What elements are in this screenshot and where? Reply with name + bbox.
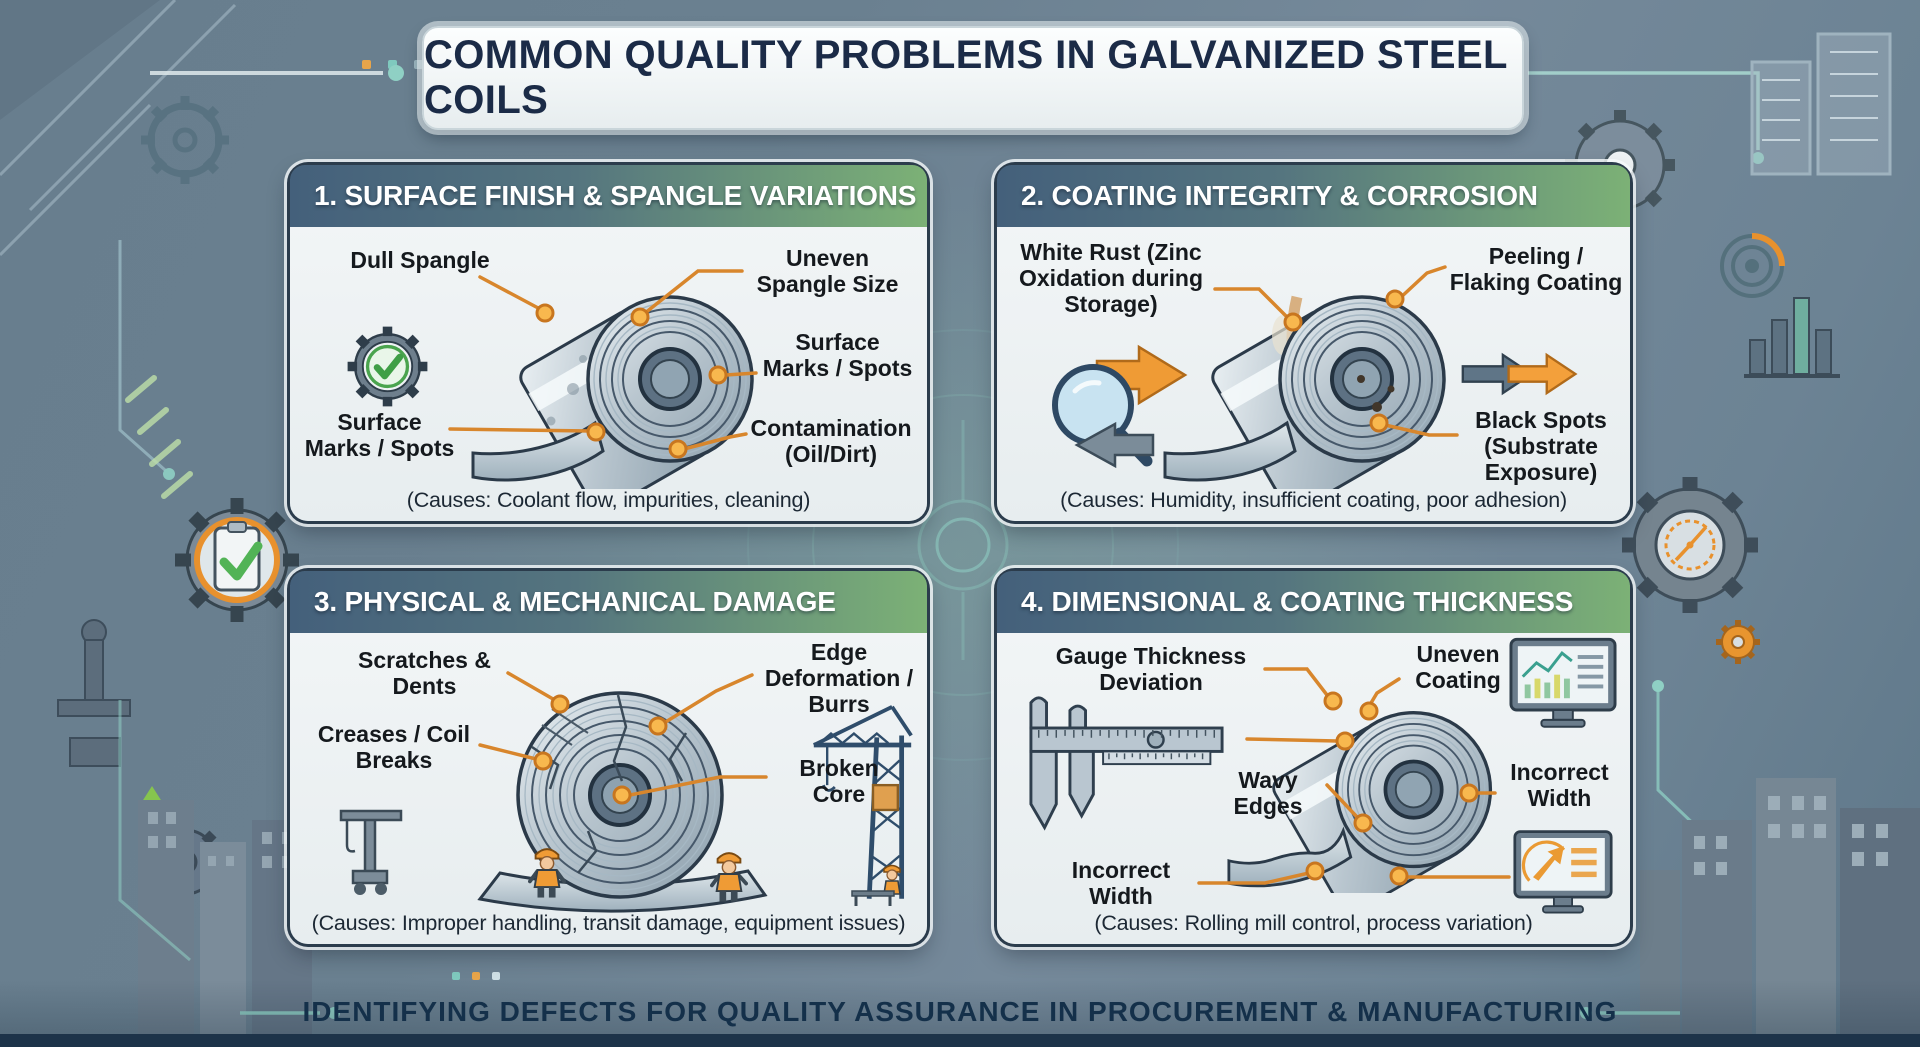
panel-dimensional: 4. DIMENSIONAL & COATING THICKNESS <box>997 571 1630 944</box>
target-icon <box>1720 233 1785 298</box>
double-arrow-icon <box>1461 352 1578 396</box>
footer-band <box>0 980 1920 1034</box>
label-uneven-coating: Uneven Coating <box>1415 641 1501 693</box>
bar-chart-icon <box>1744 297 1840 378</box>
bottom-strip <box>0 1034 1920 1047</box>
monitor-chart-icon <box>1509 637 1617 728</box>
label-surface-marks-left: Surface Marks / Spots <box>304 409 455 461</box>
label-gauge-thickness: Gauge Thickness Deviation <box>1055 643 1247 695</box>
panel-surface-finish: 1. SURFACE FINISH & SPANGLE VARIATIONS <box>290 165 927 521</box>
panel-1-causes: (Causes: Coolant flow, impurities, clean… <box>406 488 811 512</box>
hoist-icon <box>339 809 403 895</box>
label-incorrect-width-right: Incorrect Width <box>1510 759 1609 811</box>
cracked-coil-illustration <box>477 691 768 913</box>
monitor-gauge-icon <box>1513 830 1613 914</box>
label-creases: Creases / Coil Breaks <box>317 721 471 773</box>
panel-4-causes: (Causes: Rolling mill control, process v… <box>1094 911 1533 935</box>
gear-check-icon <box>347 326 428 407</box>
quality-badge-icon <box>175 498 299 622</box>
press-machine-icon <box>57 619 131 767</box>
label-contamination: Contamination (Oil/Dirt) <box>750 415 912 467</box>
hash-marks <box>125 375 193 499</box>
label-edge-deformation: Edge Deformation / Burrs <box>764 639 914 717</box>
label-incorrect-width-left: Incorrect Width <box>1071 857 1171 909</box>
buildings-top-right <box>1750 32 1892 176</box>
panel-2-body: White Rust (Zinc Oxidation during Storag… <box>997 227 1630 521</box>
crack-marks <box>531 694 688 874</box>
footer-title: IDENTIFYING DEFECTS FOR QUALITY ASSURANC… <box>302 996 1618 1027</box>
label-surface-marks-right: Surface Marks / Spots <box>762 329 913 381</box>
panel-2-header: 2. COATING INTEGRITY & CORROSION <box>997 165 1630 227</box>
panel-coating-integrity: 2. COATING INTEGRITY & CORROSION <box>997 165 1630 521</box>
worker-icon <box>710 852 748 902</box>
panel-3-body: Scratches & Dents Creases / Coil Breaks … <box>290 633 927 944</box>
label-broken-core: Broken Core <box>799 755 879 807</box>
page-title: COMMON QUALITY PROBLEMS IN GALVANIZED ST… <box>424 33 1508 122</box>
label-white-rust: White Rust (Zinc Oxidation during Storag… <box>1019 239 1203 317</box>
arrow-left-icon <box>1074 421 1155 469</box>
panel-3-causes: (Causes: Improper handling, transit dama… <box>311 911 906 935</box>
label-scratches: Scratches & Dents <box>358 647 491 699</box>
worker-at-table-icon <box>851 864 901 906</box>
black-spots-marks <box>1357 375 1395 412</box>
panel-4-header: 4. DIMENSIONAL & COATING THICKNESS <box>997 571 1630 633</box>
rust-streak <box>1286 295 1303 379</box>
steel-coil-illustration <box>471 295 754 489</box>
panel-2-causes: (Causes: Humidity, insufficient coating,… <box>1060 488 1567 512</box>
arrow-right-icon <box>1095 344 1188 406</box>
gear-orange-icon <box>1716 620 1760 664</box>
panel-1-header: 1. SURFACE FINISH & SPANGLE VARIATIONS <box>290 165 927 227</box>
label-dull-spangle: Dull Spangle <box>350 247 490 273</box>
panel-3-header: 3. PHYSICAL & MECHANICAL DAMAGE <box>290 571 927 633</box>
worker-icon <box>528 848 566 898</box>
gear-compass-icon <box>1622 477 1758 613</box>
label-uneven-spangle: Uneven Spangle Size <box>756 245 899 297</box>
magnifier-icon <box>1052 344 1188 469</box>
panel-4-body: Gauge Thickness Deviation Wavy Edges Inc… <box>997 633 1630 944</box>
label-wavy-edges: Wavy Edges <box>1233 767 1303 819</box>
center-rings <box>747 329 1179 761</box>
surface-spots <box>546 355 600 436</box>
corner-band <box>0 0 160 120</box>
buildings-left <box>138 800 312 1035</box>
dots-row <box>452 972 500 980</box>
panel-1-body: Dull Spangle Surface Marks / Spots Uneve… <box>290 227 927 521</box>
scratch-marks <box>541 708 589 746</box>
label-peeling: Peeling / Flaking Coating <box>1449 243 1623 295</box>
buildings-right <box>1640 778 1920 1035</box>
gear-outline-icon <box>141 96 229 184</box>
label-black-spots: Black Spots (Substrate Exposure) <box>1475 407 1607 485</box>
panel-physical-damage: 3. PHYSICAL & MECHANICAL DAMAGE <box>290 571 927 944</box>
title-banner: COMMON QUALITY PROBLEMS IN GALVANIZED ST… <box>422 26 1524 130</box>
